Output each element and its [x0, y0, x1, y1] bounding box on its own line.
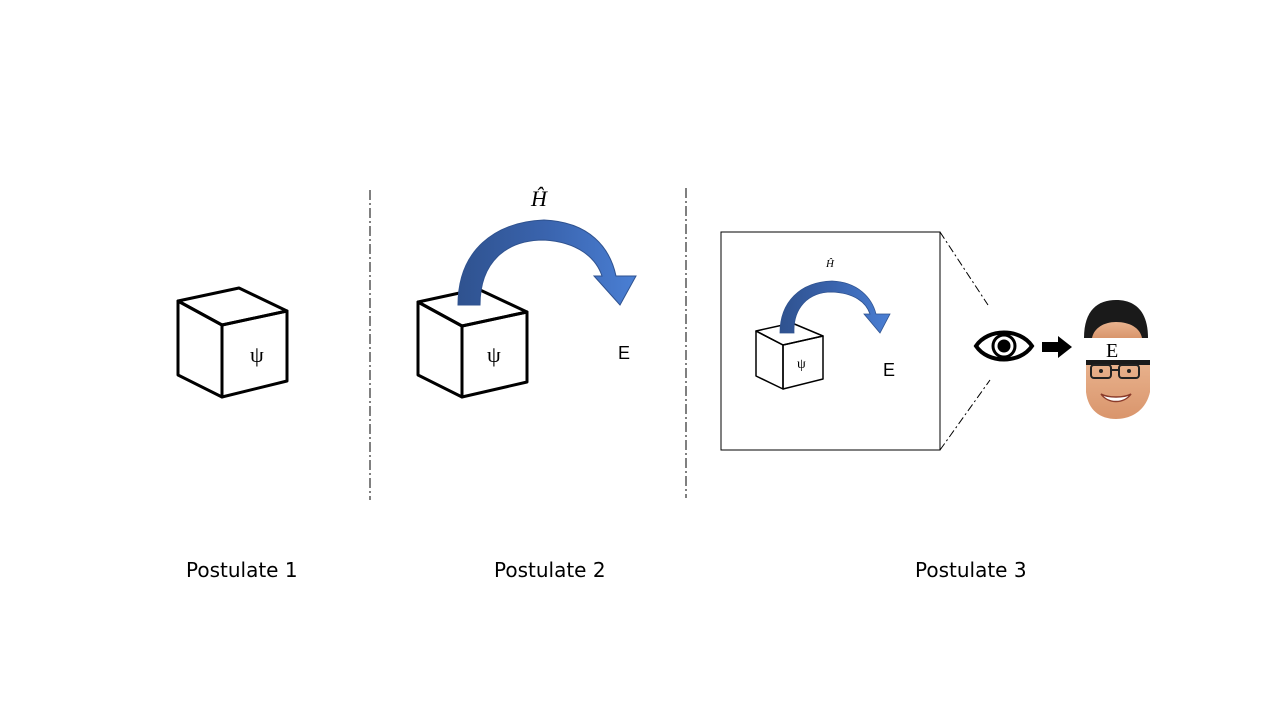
- cube-postulate-2: [416, 287, 529, 399]
- psi-label-2: ψ: [487, 342, 501, 367]
- operator-label-3: Ĥ: [825, 258, 835, 270]
- psi-label-3: ψ: [797, 357, 806, 372]
- zoom-line-top: [939, 231, 989, 306]
- caption-postulate-1: Postulate 1: [186, 558, 298, 582]
- energy-label-3: E: [883, 360, 895, 380]
- observed-energy-label: E: [1106, 340, 1118, 362]
- eye-icon: [973, 330, 1035, 362]
- observer-face: [1078, 300, 1154, 419]
- hamiltonian-arrow-2: [457, 219, 637, 306]
- measurement-box: [720, 231, 941, 451]
- energy-label-2: E: [618, 343, 630, 363]
- cube-postulate-1: [176, 286, 289, 399]
- caption-postulate-2: Postulate 2: [494, 558, 606, 582]
- hamiltonian-arrow-3: [779, 280, 891, 334]
- right-arrow-icon: [1042, 336, 1072, 358]
- caption-postulate-3: Postulate 3: [915, 558, 1027, 582]
- zoom-line-bottom: [939, 379, 991, 451]
- operator-label-2: Ĥ: [530, 186, 548, 211]
- psi-label-1: ψ: [250, 342, 264, 367]
